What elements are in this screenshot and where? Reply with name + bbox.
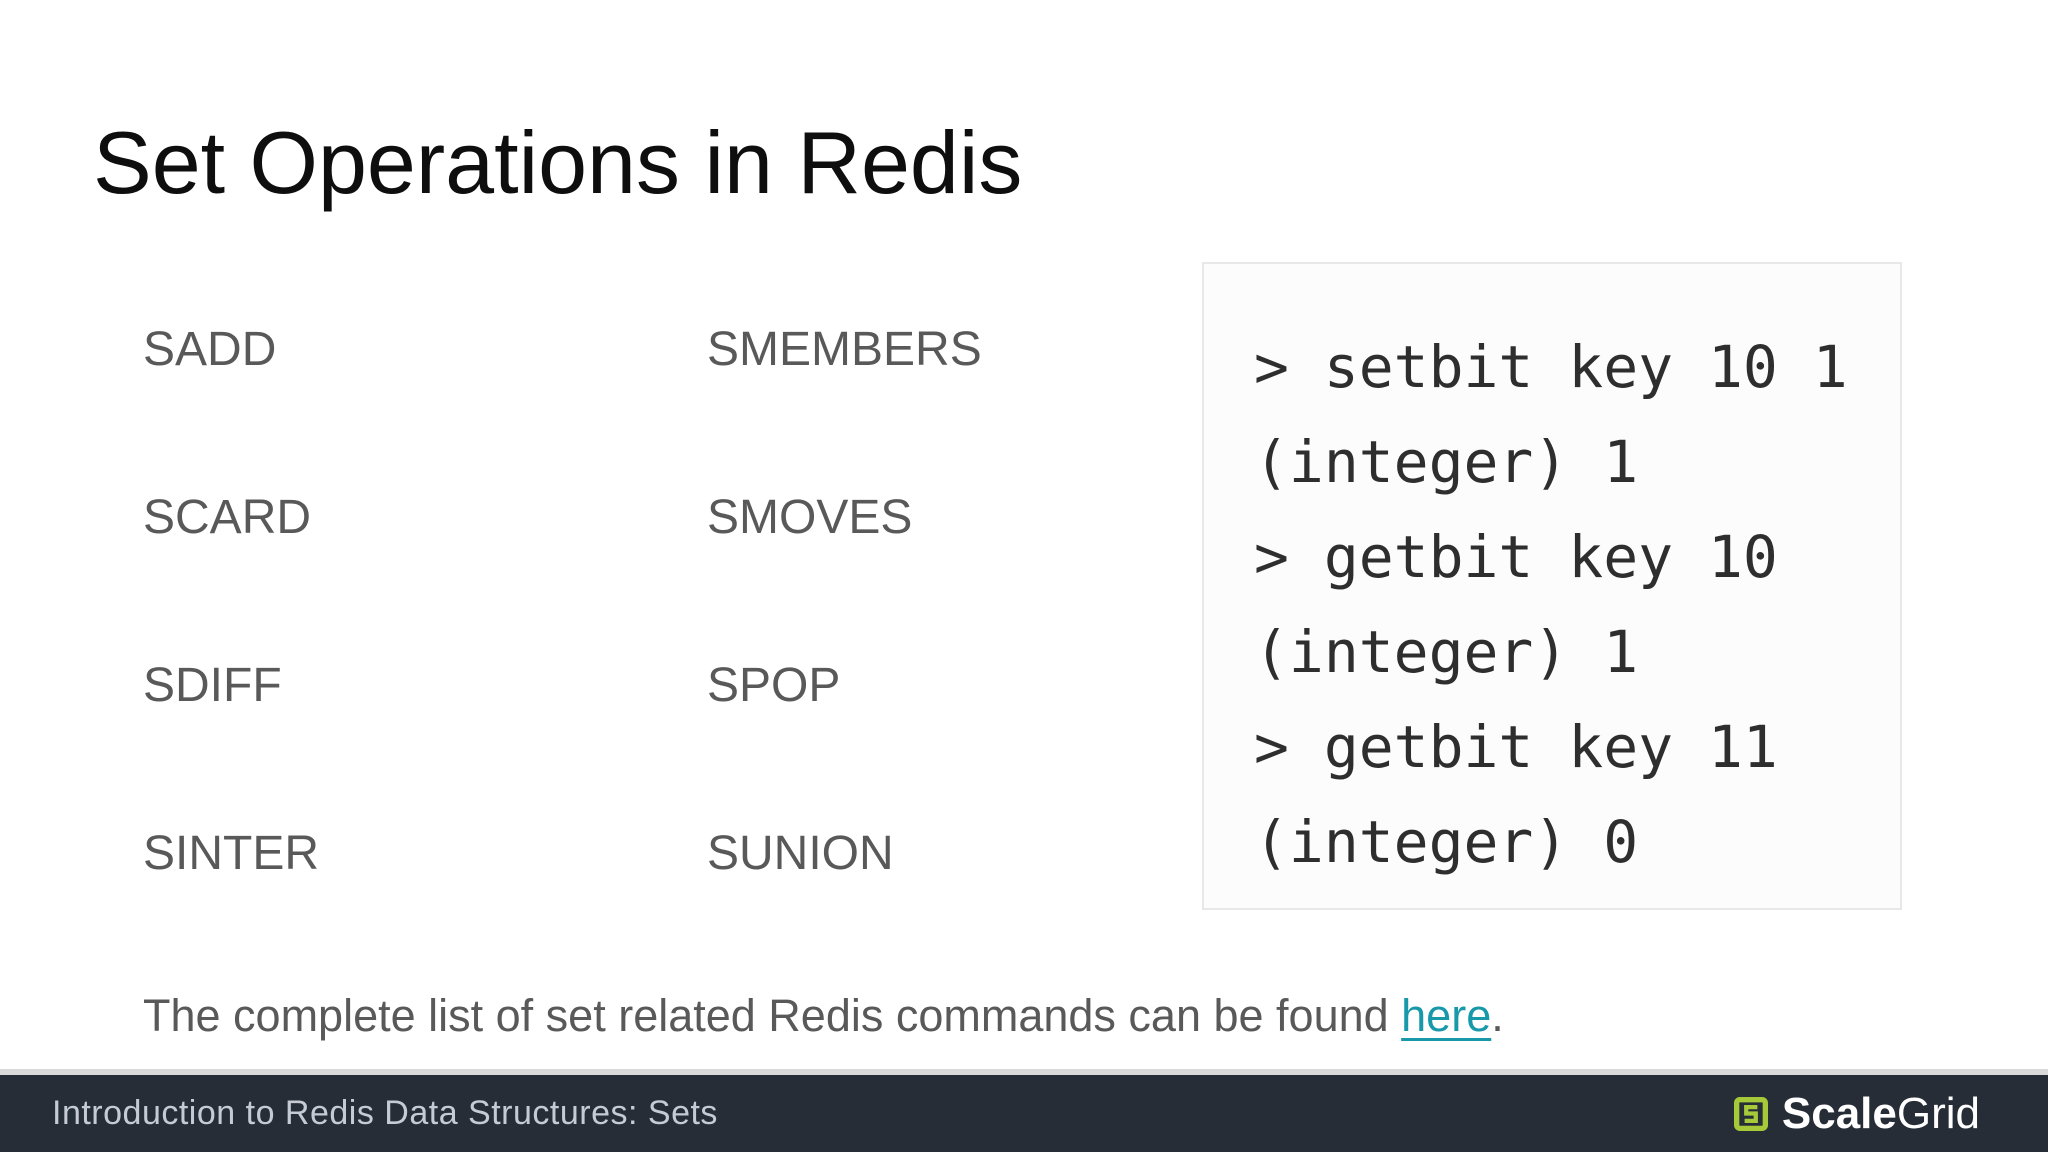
brand-bold: Scale [1781,1088,1897,1138]
note-text-before: The complete list of set related Redis c… [143,990,1402,1041]
note-text-after: . [1491,990,1504,1041]
here-link[interactable]: here [1401,990,1492,1041]
page-title: Set Operations in Redis [93,113,1023,212]
command-item: SUNION [707,827,894,880]
scalegrid-logo-icon [1733,1096,1768,1131]
scalegrid-logo-text: ScaleGrid [1781,1088,1980,1138]
note-text: The complete list of set related Redis c… [143,988,1504,1044]
terminal-screenshot: > setbit key 10 1 (integer) 1 > getbit key… [1202,262,1902,910]
command-list-right: SMEMBERS SMOVES SPOP SUNION [707,321,982,993]
footer-bar: Introduction to Redis Data Structures: S… [0,1069,2048,1152]
terminal-line: > getbit key 11 [1254,713,1778,781]
scalegrid-logo: ScaleGrid [1733,1088,1980,1138]
command-item: SCARD [143,491,312,544]
command-item: SMEMBERS [707,323,982,376]
terminal-code: > setbit key 10 1 (integer) 1 > getbit key… [1254,320,1882,890]
command-item: SMOVES [707,491,913,544]
terminal-line: (integer) 0 [1254,808,1639,876]
terminal-line: > getbit key 10 [1254,523,1778,591]
command-item: SDIFF [143,659,282,712]
command-list-left: SADD SCARD SDIFF SINTER [143,321,319,993]
command-item: SINTER [143,827,320,880]
terminal-line: (integer) 1 [1254,618,1639,686]
footer-caption: Introduction to Redis Data Structures: S… [52,1094,718,1132]
terminal-line: (integer) 1 [1254,428,1639,496]
terminal-line: > setbit key 10 1 [1254,333,1848,401]
command-item: SPOP [707,659,841,712]
brand-regular: Grid [1896,1088,1980,1138]
command-item: SADD [143,323,277,376]
